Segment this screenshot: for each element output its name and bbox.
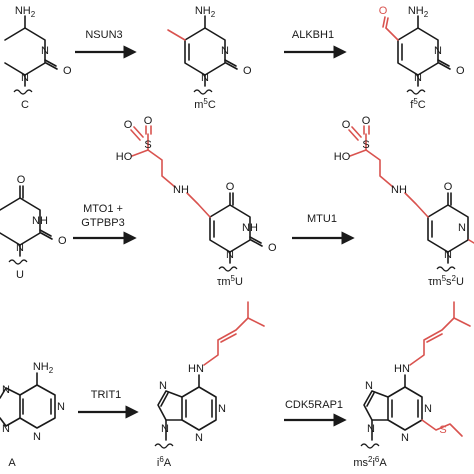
ring-nitrogen: N [414,72,422,84]
enzyme-label-alkbh1: ALKBH1 [292,29,334,41]
molecule-label-a: A [8,457,16,469]
ring-nitrogen: N [195,432,203,444]
enzyme-label-nsun3: NSUN3 [85,29,122,41]
sulfonyl-oxygen: O [124,119,133,131]
reaction-arrow-mtu1: MTU1 [292,213,355,245]
ring-nitrogen: N [161,423,169,435]
amine-hn: HN [394,363,410,375]
molecule-i6a: HN N N N N i6A [154,301,265,469]
reaction-arrow-nsun3: NSUN3 [75,29,137,59]
molecule-taum5s2u: O N N NH S O O HO τm5s2U [334,115,474,288]
carbonyl-oxygen: O [58,235,67,247]
sulfonyl-oxygen: O [342,119,351,131]
amino-group: NH2 [33,361,54,375]
carbonyl-oxygen: O [226,181,235,193]
molecule-f5c: O NH2 N N O f5C [379,5,465,111]
ring-nitrogen: N [16,242,24,254]
ring-nitrogen: N [41,45,49,57]
hydroxyl-group: HO [334,151,351,163]
molecule-u: O NH N O U [0,174,67,281]
molecule-label-taum5s2u: τm5s2U [428,274,464,288]
sulfur-atom: S [144,139,151,151]
ring-nitrogen: N [226,249,234,261]
ring-nitrogen: N [365,380,373,392]
ring-nitrogen: N [401,432,409,444]
ring-nh: NH [242,222,258,234]
ring-nitrogen: N [159,380,167,392]
enzyme-label-mtu1: MTU1 [307,213,337,225]
amine-nh: NH [173,184,189,196]
ring-nitrogen: N [444,249,452,261]
enzyme-label-mto1: MTO1 + [83,203,123,215]
molecule-label-u: U [16,269,24,281]
molecule-m5c: NH2 N N O m5C [167,5,252,111]
carbonyl-oxygen: O [268,242,277,254]
ring-nitrogen: N [2,423,10,435]
molecule-a: NH2 N N N N A [0,361,65,469]
sulfonyl-oxygen: O [362,115,371,127]
molecule-label-ms2i6a: ms2i6A [353,455,387,469]
ring-nitrogen: N [57,401,65,413]
reaction-arrow-trit1: TRIT1 [78,389,139,419]
ring-nitrogen: N [21,72,29,84]
carbonyl-oxygen: O [17,174,26,186]
amine-nh: NH [391,184,407,196]
ring-nitrogen: N [201,72,209,84]
reaction-arrow-mto1-gtpbp3: MTO1 + GTPBP3 [73,203,137,245]
ring-nitrogen: N [367,423,375,435]
enzyme-label-trit1: TRIT1 [91,389,122,401]
carbonyl-oxygen: O [444,181,453,193]
carbonyl-oxygen: O [243,65,252,77]
molecule-label-m5c: m5C [194,97,216,111]
molecule-label-taum5u: τm5U [217,274,243,288]
carbonyl-oxygen: O [456,65,465,77]
molecule-label-c: C [21,99,29,111]
molecule-label-i6a: i6A [157,455,172,469]
molecule-ms2i6a: HN N N N N S ms2i6A [353,301,471,469]
ring-nitrogen: N [33,431,41,443]
enzyme-label-cdk5rap1: CDK5RAP1 [285,399,343,411]
formyl-oxygen: O [379,5,388,17]
molecule-taum5u: O NH N O NH S O O HO τm5U [116,115,277,288]
amino-group: NH2 [408,5,429,19]
sulfonyl-oxygen: O [144,115,153,127]
thiomethyl-sulfur: S [439,424,446,436]
sulfur-atom: S [362,139,369,151]
reaction-arrow-cdk5rap1: CDK5RAP1 [284,399,347,427]
enzyme-label-gtpbp3: GTPBP3 [81,217,124,229]
amine-hn: HN [188,363,204,375]
carbonyl-oxygen: O [63,65,72,77]
ring-nh: NH [32,215,48,227]
ring-nitrogen: N [218,403,226,415]
amino-group: NH2 [15,5,36,19]
ring-nitrogen: N [2,384,10,396]
ring-nitrogen: N [221,45,229,57]
ring-nitrogen: N [434,45,442,57]
ring-nitrogen: N [458,222,466,234]
molecule-c: NH2 N N O C [4,5,72,111]
ring-nitrogen: N [424,403,432,415]
reaction-arrow-alkbh1: ALKBH1 [284,29,347,59]
molecule-label-f5c: f5C [410,97,426,111]
amino-group: NH2 [195,5,216,19]
hydroxyl-group: HO [116,151,133,163]
